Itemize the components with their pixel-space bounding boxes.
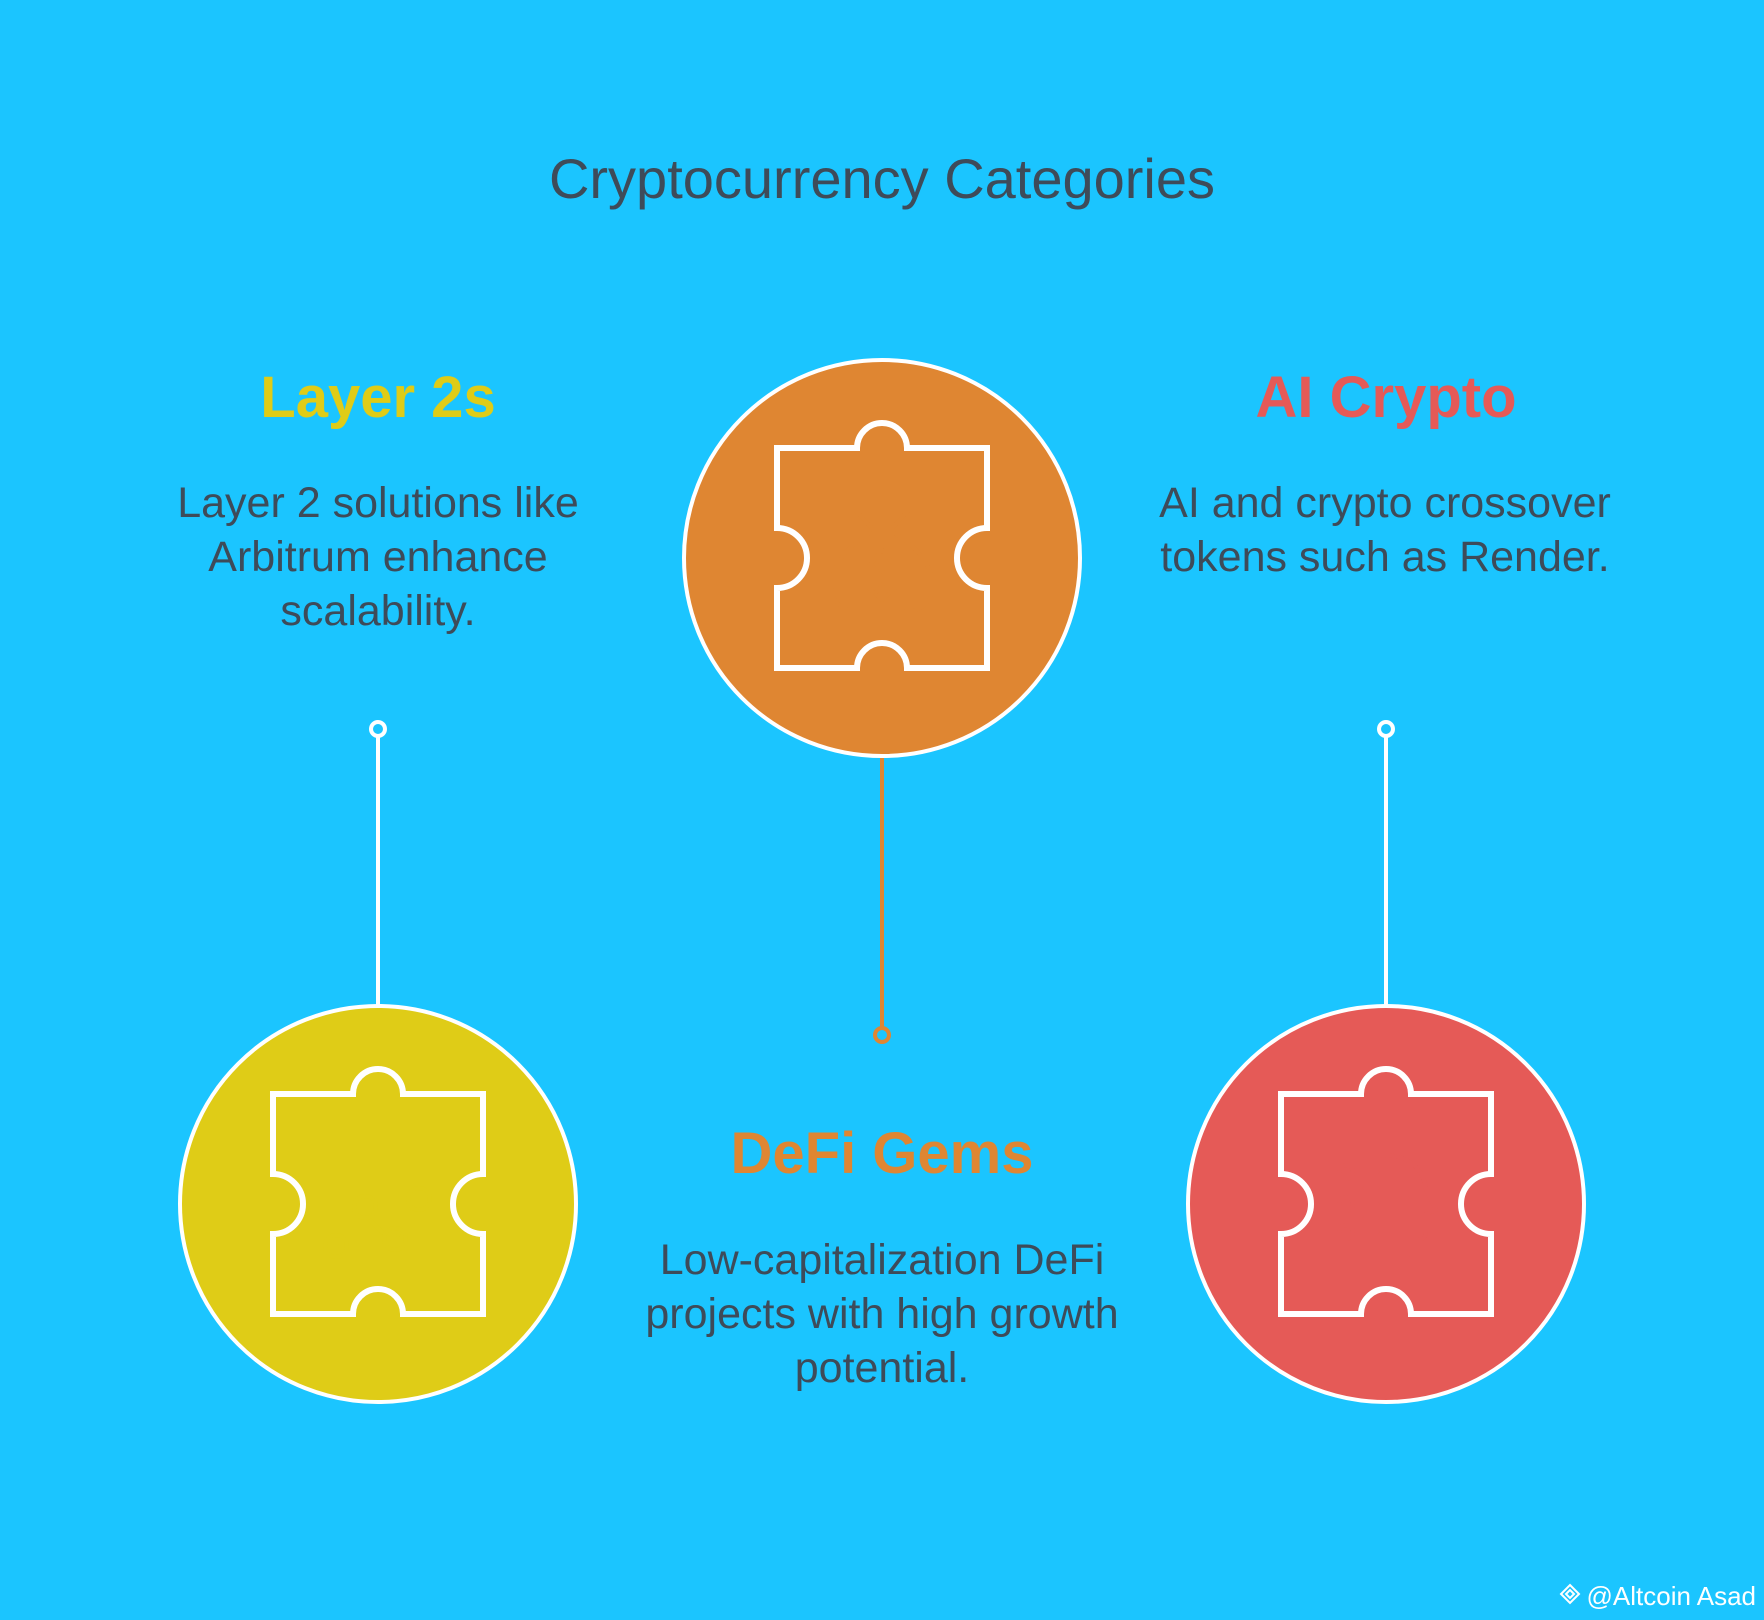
ai-crypto-node [1186, 1004, 1586, 1404]
layer2-description: Layer 2 solutions like Arbitrum enhance … [177, 479, 579, 635]
defi-gems-node [682, 358, 1082, 758]
ai-crypto-heading: AI Crypto [1255, 365, 1517, 430]
money-bag-icon [829, 509, 935, 614]
ai-head-icon [1337, 1153, 1438, 1258]
growth-chart-icon [323, 1186, 432, 1259]
defi-gems-description: Low-capitalization DeFi projects with hi… [645, 1236, 1119, 1392]
connector-layer2 [369, 720, 387, 1005]
watermark-text: @Altcoin Asad [1586, 1581, 1756, 1611]
diamond-logo-icon [1559, 1581, 1581, 1612]
page-title: Cryptocurrency Categories [548, 147, 1216, 210]
layer2-node [178, 1004, 578, 1404]
connector-defi [873, 755, 891, 1044]
ai-crypto-description: AI and crypto crossover tokens such as R… [1159, 479, 1611, 581]
watermark: @Altcoin Asad [1559, 1581, 1756, 1612]
layer2-heading: Layer 2s [260, 365, 496, 430]
defi-gems-heading: DeFi Gems [730, 1121, 1034, 1186]
connector-ai [1377, 720, 1395, 1005]
